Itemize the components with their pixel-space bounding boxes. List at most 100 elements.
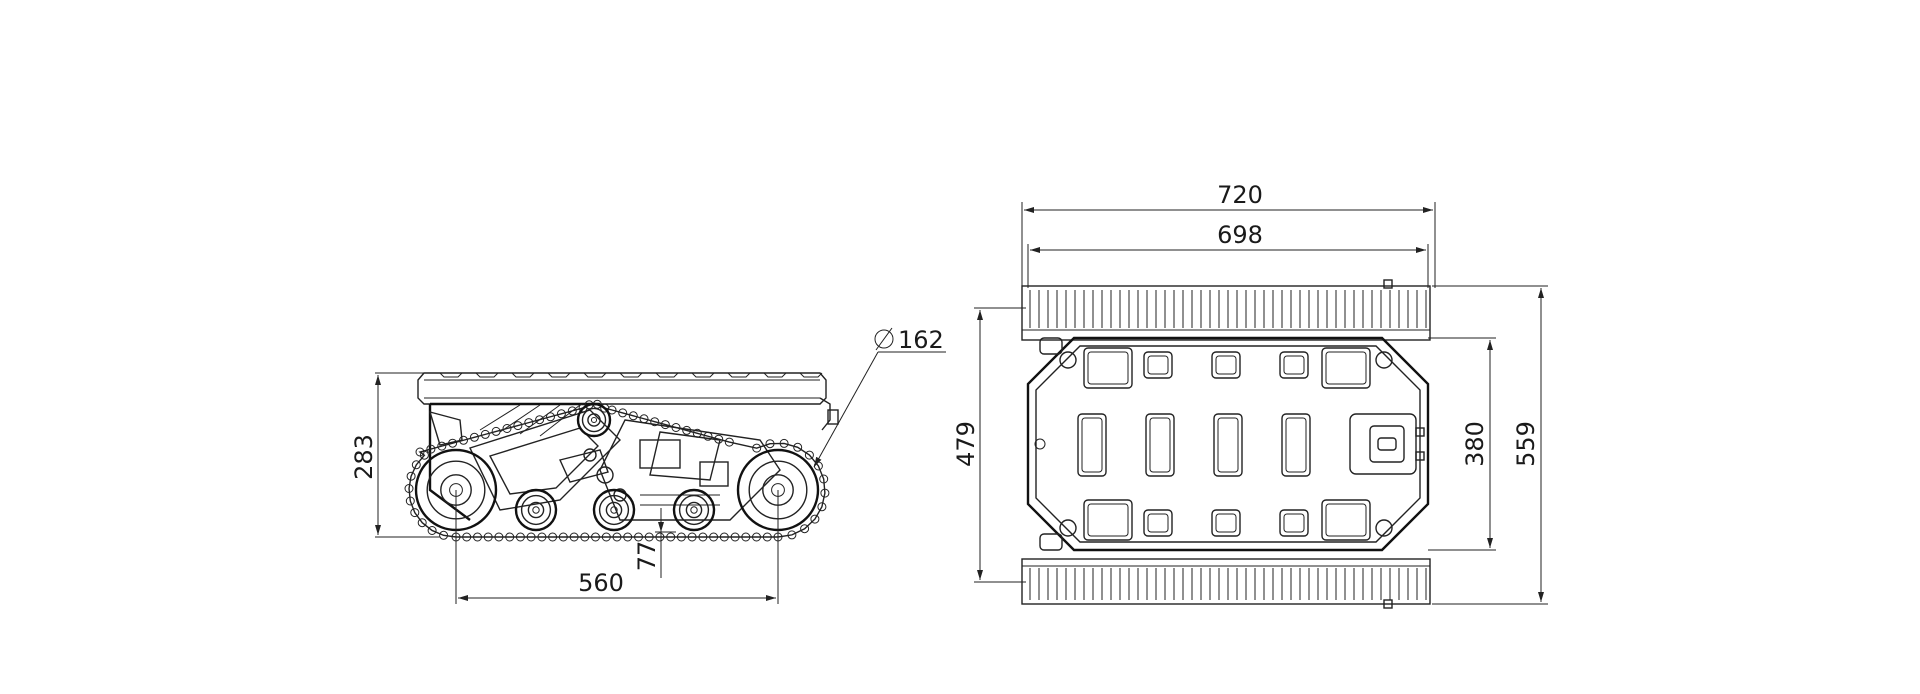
track-link (804, 450, 814, 460)
chassis-cell (1211, 351, 1241, 379)
road-wheel (592, 488, 636, 532)
track-link (439, 530, 449, 540)
track-link (793, 442, 803, 452)
track-link (558, 532, 568, 542)
chassis-cell (1213, 413, 1243, 477)
track-link (687, 532, 697, 542)
label-overall-width-inner: 698 (1217, 221, 1263, 249)
track-link (537, 532, 547, 542)
track-link (417, 518, 427, 528)
body-bump (511, 372, 535, 378)
track-link (494, 532, 504, 542)
track-link (556, 409, 566, 419)
track-link (406, 471, 416, 481)
top-track-lower (1021, 558, 1431, 605)
chassis-cell (1143, 509, 1173, 537)
dim-overall-length: 559 (1432, 285, 1548, 605)
top-track-upper (1021, 285, 1431, 341)
track-link (535, 415, 545, 425)
track-link (612, 532, 622, 542)
track-link (502, 424, 512, 433)
label-body-length: 380 (1461, 421, 1489, 467)
track-link (671, 423, 681, 432)
track-link (607, 405, 617, 415)
track-link (427, 526, 437, 535)
track-link (779, 438, 789, 448)
side-wheels (414, 402, 820, 532)
side-view: 283 560 77 162 (350, 326, 946, 604)
dim-wheel-diameter: 162 (813, 326, 946, 468)
dim-overall-width-inner: 698 (1027, 221, 1429, 288)
track-link (634, 532, 643, 542)
track-link (650, 417, 660, 427)
track-link (513, 421, 523, 431)
track-link (601, 532, 611, 542)
track-link (810, 514, 820, 524)
track-link (692, 428, 702, 438)
body-bump (475, 372, 499, 378)
track-link (567, 406, 577, 416)
dim-overall-width-outer: 720 (1021, 181, 1436, 288)
track-link (526, 532, 536, 542)
track-link (787, 530, 797, 540)
track-link (819, 474, 829, 484)
label-overall-length: 559 (1512, 421, 1540, 467)
chassis-cell (1321, 347, 1371, 389)
track-link (623, 532, 633, 542)
track-link (524, 418, 534, 428)
body-bump (655, 372, 679, 378)
body-bump (763, 372, 787, 378)
label-wheel-diameter: 162 (898, 326, 944, 354)
body-bump (799, 372, 823, 378)
body-bump (727, 372, 751, 378)
dim-overall-height: 283 (350, 372, 440, 538)
track-link (505, 532, 515, 542)
body-bump (547, 372, 571, 378)
track-link (628, 411, 638, 421)
track-link (765, 439, 775, 449)
chassis-cell (1279, 509, 1309, 537)
label-track-span-outer: 479 (952, 421, 980, 467)
track-link (469, 432, 479, 442)
track-link (483, 532, 493, 542)
track-link (752, 532, 761, 542)
chassis-cell (1083, 347, 1133, 389)
chassis-cell (1281, 413, 1311, 477)
chassis-cell (1077, 413, 1107, 477)
track-link (548, 532, 558, 542)
track-link (817, 502, 827, 512)
track-link (719, 532, 729, 542)
track-link (410, 508, 420, 518)
label-overall-height: 283 (350, 434, 378, 480)
track-link (709, 532, 719, 542)
label-ground-clearance: 77 (633, 541, 661, 572)
track-link (724, 437, 734, 447)
label-wheelbase: 560 (578, 569, 624, 597)
track-link (730, 532, 740, 542)
chassis-cell (1145, 413, 1175, 477)
track-link (437, 441, 447, 451)
track-link (426, 444, 436, 454)
track-link (515, 532, 525, 542)
track-link (644, 532, 654, 542)
track-link (459, 435, 468, 445)
dim-body-length: 380 (1428, 337, 1496, 551)
track-link (546, 412, 555, 422)
top-view: 720 698 479 380 559 (952, 181, 1548, 609)
side-body (417, 372, 839, 431)
track-link (703, 431, 713, 441)
track-link (682, 425, 692, 435)
track-link (698, 532, 708, 542)
dim-wheelbase: 560 (455, 490, 779, 604)
track-link (404, 484, 414, 493)
chassis-cell (1211, 509, 1241, 537)
body-bump (583, 372, 607, 378)
track-link (580, 532, 590, 542)
chassis-cell (1279, 351, 1309, 379)
track-belt (408, 403, 826, 538)
track-link (800, 524, 810, 534)
body-bump (691, 372, 715, 378)
track-link (405, 496, 415, 506)
chassis-cell (1321, 499, 1371, 541)
